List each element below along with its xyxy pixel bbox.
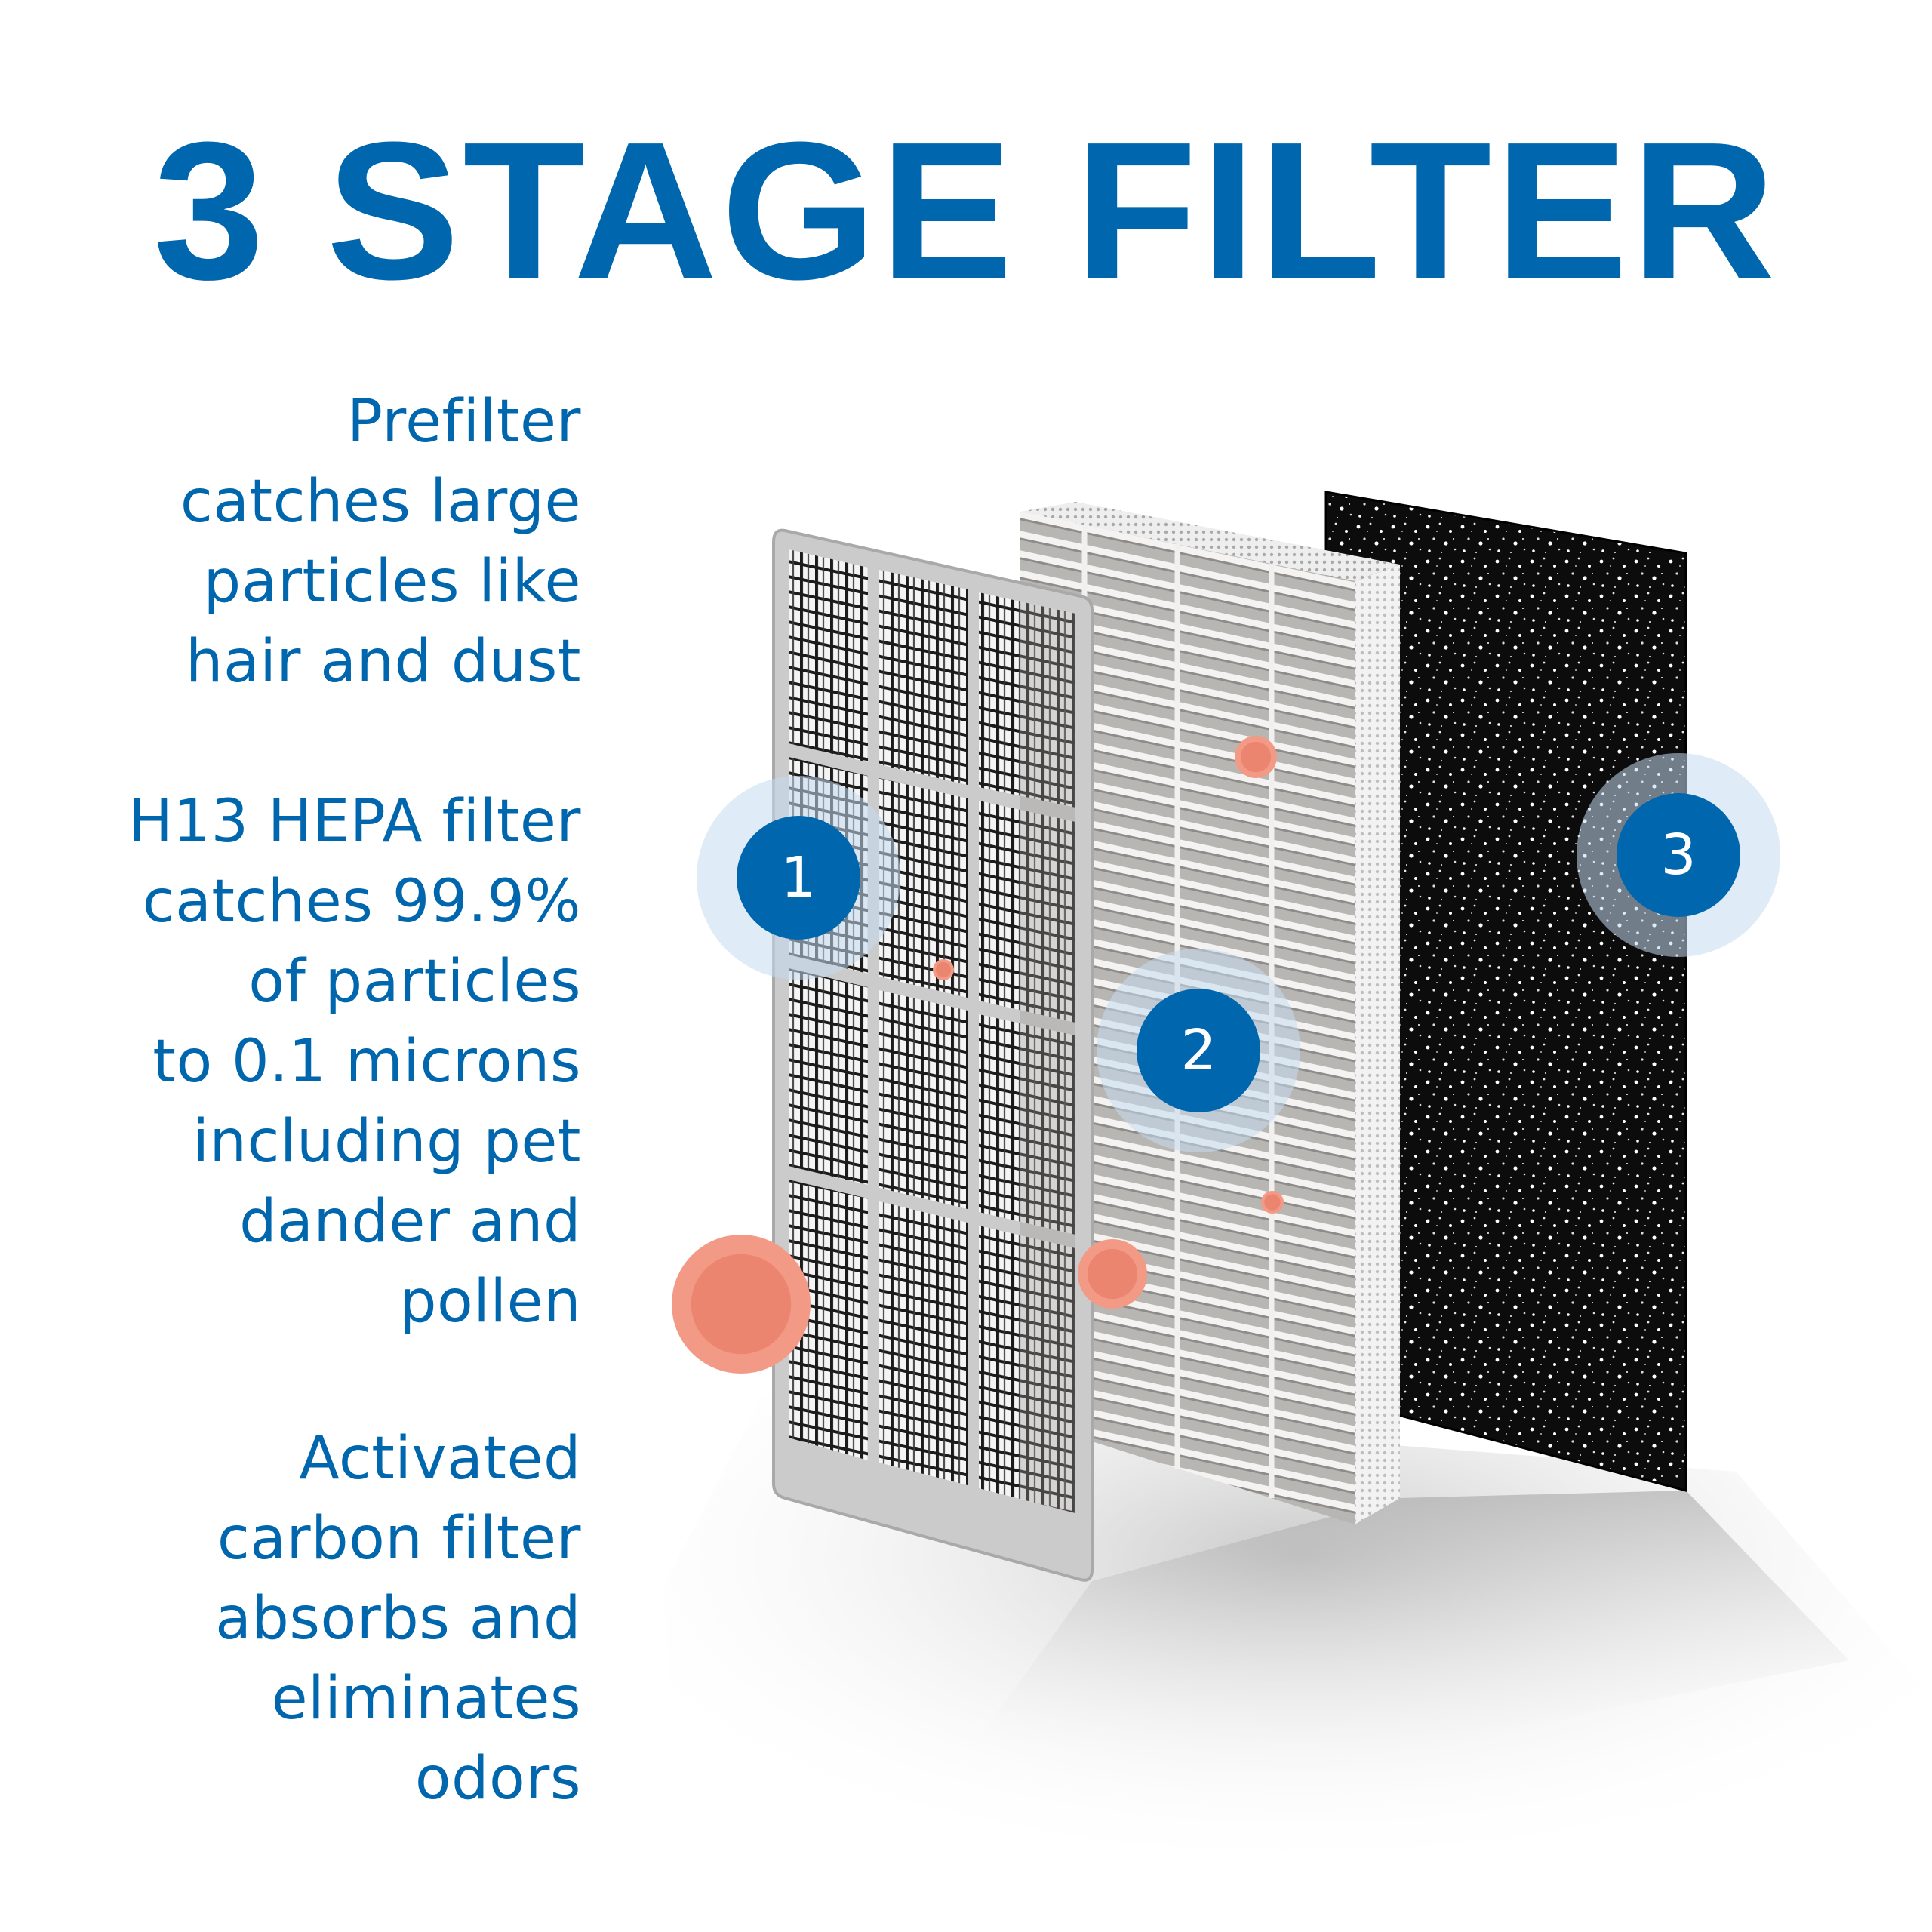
pollen-medium-icon (1078, 1239, 1147, 1309)
stage-3-badge: 3 (1617, 793, 1740, 917)
description-line: including pet (192, 1108, 581, 1176)
description-line: to 0.1 microns (152, 1028, 581, 1096)
description-line: hair and dust (186, 628, 581, 696)
description-line: dander and (239, 1188, 581, 1256)
description-line: eliminates (271, 1665, 581, 1733)
stage-1-description: Prefilter catches large particles like h… (180, 382, 581, 702)
pollen-hepa-icon (1235, 736, 1277, 778)
stage-3-number: 3 (1660, 823, 1697, 888)
stage-1-number: 1 (780, 845, 817, 910)
stage-2-badge: 2 (1137, 989, 1260, 1112)
stage-3-description: Activated carbon filter absorbs and elim… (215, 1419, 581, 1819)
description-line: catches large (180, 468, 581, 536)
stage-2-description: H13 HEPA filter catches 99.9% of particl… (128, 782, 581, 1342)
description-line: odors (414, 1745, 581, 1813)
description-line: Prefilter (347, 388, 581, 456)
prefilter-panel (772, 528, 1094, 1582)
stage-2-number: 2 (1180, 1018, 1217, 1083)
description-line: catches 99.9% (142, 868, 581, 936)
description-line: carbon filter (217, 1505, 581, 1573)
stage-1-badge: 1 (737, 816, 860, 940)
pollen-small-icon (933, 959, 954, 980)
description-line: absorbs and (215, 1585, 581, 1653)
page-title: 3 STAGE FILTER (152, 102, 1780, 321)
pollen-tiny-icon (1261, 1191, 1284, 1214)
pollen-large-icon (672, 1235, 811, 1374)
description-line: particles like (203, 548, 581, 616)
description-line: of particles (248, 948, 581, 1016)
description-line: H13 HEPA filter (128, 788, 581, 856)
description-line: pollen (399, 1268, 581, 1336)
description-line: Activated (299, 1425, 581, 1493)
